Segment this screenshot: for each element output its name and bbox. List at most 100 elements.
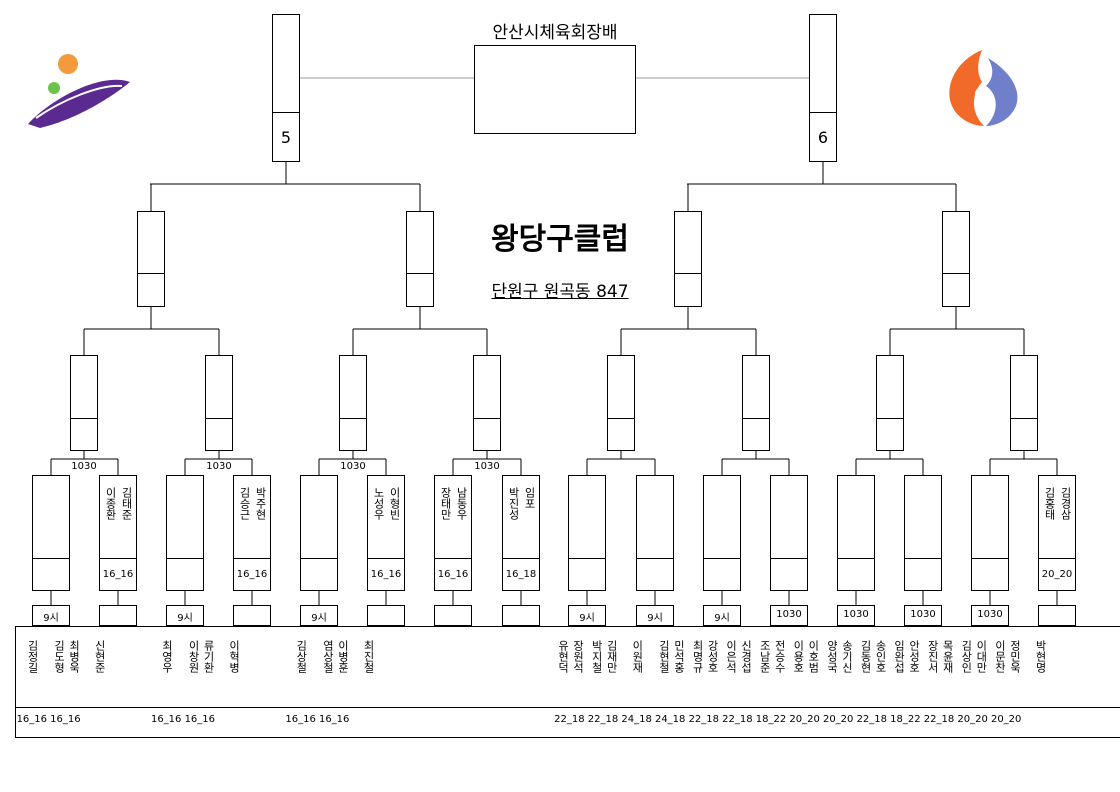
r32-player-name: 김도형: [52, 640, 66, 673]
r32-player-name: 조남준: [758, 640, 772, 673]
r32-player-name: 신경섭: [739, 640, 753, 673]
r32-score: 20_20: [990, 714, 1022, 725]
r32-time: 1030: [776, 609, 802, 620]
r32-time: 9시: [647, 613, 663, 624]
r32-player-name: 이대만: [974, 640, 988, 673]
r32-connector-box: [636, 605, 674, 626]
player-name: 남동우: [455, 487, 468, 520]
r32-player-name: 신현준: [93, 640, 107, 673]
box-divider: [33, 558, 69, 559]
left-logo-icon: [28, 54, 130, 128]
r32-player-name: 최진철: [362, 640, 375, 673]
player-name: 임포: [523, 487, 536, 509]
r32-player-name: 이호범: [806, 640, 820, 673]
box-divider: [877, 418, 903, 419]
r32-score: 22_18: [554, 714, 585, 725]
r16-time: 1030: [474, 461, 500, 472]
box-divider: [503, 558, 539, 559]
r32-row: [15, 626, 1120, 738]
r32-score: 16_16: [184, 714, 216, 725]
r32-player-name: 장진서: [926, 640, 940, 673]
r32-connector-box: [568, 605, 606, 626]
r32-score: 18_22: [890, 714, 921, 725]
r32-player-name: 김동현: [859, 640, 872, 673]
r16-match-right: [367, 475, 405, 591]
r32-connector-box: [233, 605, 271, 626]
box-divider: [234, 558, 270, 559]
r32-connector-box: [904, 605, 942, 626]
r32-score: 16_16: [16, 714, 48, 725]
r32-time: 1030: [977, 609, 1003, 620]
r16-box-4: [473, 355, 501, 451]
r32-time: 9시: [311, 613, 327, 624]
match-score: 16_16: [370, 569, 402, 580]
r32-connector-box: [837, 605, 875, 626]
box-divider: [637, 558, 673, 559]
box-divider: [972, 558, 1008, 559]
r32-player-name: 이창원: [187, 640, 200, 673]
r32-score: 22_18: [722, 714, 753, 725]
r32-score: 24_18: [654, 714, 686, 725]
box-divider: [340, 418, 366, 419]
final-box-left: [272, 14, 300, 162]
r32-player-name: 유현덕: [556, 640, 570, 673]
r16-match-right: [904, 475, 942, 591]
box-divider: [675, 273, 701, 274]
r16-match-right: [502, 475, 540, 591]
r32-score: 20_20: [957, 714, 988, 725]
box-divider: [407, 273, 433, 274]
r32-player-name: 김현철: [657, 640, 671, 673]
box-divider: [138, 273, 164, 274]
r32-player-name: 이은석: [724, 640, 738, 673]
box-divider: [474, 418, 500, 419]
r16-box-2: [205, 355, 233, 451]
r32-player-name: 박현명: [1034, 640, 1047, 673]
r32-score: 22_18: [587, 714, 619, 725]
r32-player-name: 민석홍: [672, 640, 686, 673]
r32-time: 9시: [43, 613, 59, 624]
r32-player-name: 전승수: [773, 640, 787, 673]
box-divider: [435, 558, 471, 559]
r32-score: 16_16: [150, 714, 182, 725]
r32-time: 1030: [843, 609, 869, 620]
match-score: 16_16: [236, 569, 268, 580]
r32-connector-box: [703, 605, 741, 626]
r16-match-left: [703, 475, 741, 591]
box-divider: [905, 558, 941, 559]
match-score: 16_16: [102, 569, 134, 580]
r16-time: 1030: [340, 461, 366, 472]
player-name: 이종환: [104, 487, 117, 520]
cup-title: 안산시체육회장배: [492, 23, 618, 43]
r16-box-1: [70, 355, 98, 451]
r32-score: 16_16: [50, 714, 81, 725]
r16-match-right: [636, 475, 674, 591]
r32-player-name: 송인호: [874, 640, 887, 673]
r32-player-name: 염상철: [321, 640, 335, 673]
cup-winner-box: [474, 45, 636, 134]
r16-time: 1030: [206, 461, 232, 472]
box-divider: [608, 418, 634, 419]
box-divider: [943, 273, 969, 274]
match-score: 20_20: [1041, 569, 1073, 580]
player-name: 김홍태: [1043, 487, 1056, 520]
box-divider: [71, 418, 97, 419]
final-box-right: [809, 14, 837, 162]
box-divider: [301, 558, 337, 559]
box-divider: [704, 558, 740, 559]
club-name: 왕당구클럽: [491, 222, 629, 257]
qf-box-4: [942, 211, 970, 307]
r32-player-name: 송기신: [840, 640, 854, 673]
r32-player-name: 장원석: [571, 640, 585, 673]
box-divider: [771, 558, 807, 559]
r32-time: 9시: [714, 613, 730, 624]
qf-box-3: [674, 211, 702, 307]
r32-player-name: 김재만: [605, 640, 619, 673]
r32-player-name: 목윤재: [941, 640, 955, 673]
box-divider: [273, 112, 299, 113]
box-divider: [206, 418, 232, 419]
r32-player-name: 박지철: [590, 640, 604, 673]
r32-score: 20_20: [789, 714, 820, 725]
r32-player-name: 임완섭: [892, 640, 906, 673]
r32-connector-box: [502, 605, 540, 626]
r16-box-3: [339, 355, 367, 451]
